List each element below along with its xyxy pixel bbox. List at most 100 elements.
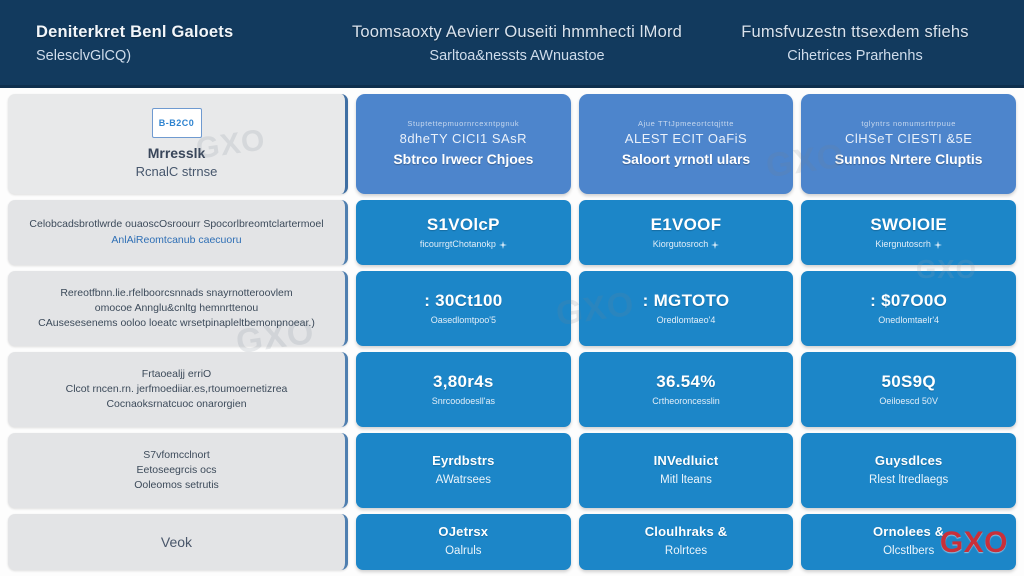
spark-icon — [933, 240, 942, 249]
row-label-line: Cocnaoksrnatcuoc onarorgien — [106, 398, 247, 411]
metric-sublabel: Oalruls — [445, 544, 482, 557]
header-column-0: Deniterkret Benl Galoets SelesclvGlCQ) — [0, 0, 348, 88]
row-label-line: Clcot rncen.rn. jerfmoediiar.es,rtoumoer… — [65, 383, 288, 396]
metric-value: Guysdlces — [874, 452, 943, 468]
metric-value: Ornolees & — [873, 524, 945, 540]
metric-cell-2-0[interactable]: 3,80r4s Snrcoodoesll'as — [356, 352, 571, 428]
metric-sublabel: Kiorgutosroch — [653, 238, 720, 252]
column-header-tiny-2: tglyntrs nomumsrttrpuue — [861, 119, 957, 129]
header-column-1: Toomsaoxty Aevierr Ouseiti hmmhecti lMor… — [348, 0, 686, 88]
table-row: Rereotfbnn.lie.rfelboorcsnnads snayrnott… — [8, 271, 1017, 347]
metric-sub-text: Kiorgutosroch — [652, 238, 709, 249]
row-label-line: Rereotfbnn.lie.rfelboorcsnnads snayrnott… — [60, 286, 293, 299]
metric-value: : $07O0O — [870, 291, 948, 311]
metric-value: INVedluict — [653, 452, 719, 468]
row-label-line: Celobcadsbrotlwrde ouaoscOsroourr Spocor… — [29, 218, 324, 231]
row-label-line: S7vfomcclnort — [143, 448, 210, 461]
column-header-tiny-1: Ajue TTtJpmeeortctqjttte — [638, 119, 734, 129]
metric-cell-0-2[interactable]: SWOlOlE Kiergnutoscrh — [801, 199, 1017, 266]
column-header-tiny-0: Stuptettepmuornrcexntpgnuk — [407, 119, 520, 129]
metric-value: 36.54% — [656, 371, 716, 391]
row-label-line: omocoe Annglu&cnltg hemnrttenou — [94, 302, 259, 315]
row-label-line: Frtaoealjj erriO — [141, 367, 212, 380]
metric-cell-1-0[interactable]: : 30Ct100 Oasedlomtpoo'5 — [356, 271, 571, 347]
metric-sub-text: Kiergnutoscrh — [875, 238, 931, 249]
row-label-line: Eetoseegrcis ocs — [136, 464, 217, 477]
header-subtitle-0: SelesclvGlCQ) — [36, 48, 132, 65]
metric-value: : MGTOTO — [642, 291, 730, 311]
table-row: Celobcadsbrotlwrde ouaoscOsroourr Spocor… — [8, 199, 1017, 266]
header-subtitle-1: Sarltoa&nessts AWnuastoe — [429, 48, 605, 65]
metric-cell-3-0[interactable]: Eyrdbstrs AWatrsees — [356, 433, 571, 509]
header-title-1: Toomsaoxty Aevierr Ouseiti hmmhecti lMor… — [351, 23, 683, 42]
metric-cell-2-1[interactable]: 36.54% Crtheoroncesslin — [578, 352, 794, 428]
row-label-cell-1: Rereotfbnn.lie.rfelboorcsnnads snayrnott… — [8, 271, 348, 347]
metric-sublabel: Onedlomtaelr'4 — [878, 315, 940, 326]
table-row: S7vfomcclnort Eetoseegrcis ocs Ooleomos … — [8, 433, 1017, 509]
header-title-2: Fumsfvuzestn ttsexdem sfiehs — [741, 23, 969, 42]
brand-title: Mrresslk — [147, 144, 206, 161]
metric-value: : 30Ct100 — [424, 291, 503, 311]
metric-sublabel: Kiergnutoscrh — [875, 238, 942, 252]
metric-sublabel: AWatrsees — [435, 473, 492, 486]
metric-value: S1VOlcP — [426, 214, 500, 234]
metric-cell-4-0[interactable]: OJetrsx Oalruls — [356, 514, 571, 570]
metric-cell-3-2[interactable]: Guysdlces Rlest ltredlaegs — [801, 433, 1017, 509]
row-label-cell-2: Frtaoealjj erriO Clcot rncen.rn. jerfmoe… — [8, 352, 348, 428]
column-header-main-0: Sbtrco lrwecr Chjoes — [393, 150, 534, 167]
row-label-line: Veok — [160, 533, 193, 550]
column-header-mid-1: ALEST ECIT OaFiS — [624, 131, 748, 147]
header-band: Deniterkret Benl Galoets SelesclvGlCQ) T… — [0, 0, 1024, 88]
metric-value: Eyrdbstrs — [432, 452, 495, 468]
column-header-mid-0: 8dheTY CICI1 SAsR — [399, 131, 528, 147]
column-header-main-2: Sunnos Nrtere Cluptis — [834, 150, 983, 167]
metric-cell-4-2[interactable]: Ornolees & Olcstlbers — [801, 514, 1017, 570]
metric-cell-0-1[interactable]: E1VOOF Kiorgutosroch — [578, 199, 794, 266]
metric-cell-4-1[interactable]: Cloulhraks & Rolrtces — [578, 514, 794, 570]
row-label-cell-0: Celobcadsbrotlwrde ouaoscOsroourr Spocor… — [8, 199, 348, 266]
metric-sublabel: Olcstlbers — [883, 544, 935, 557]
column-header-mid-2: ClHSeT CIESTI &5E — [844, 131, 973, 147]
metric-sub-text: ficourrgtChotanokp — [419, 238, 496, 249]
column-header-card-2[interactable]: tglyntrs nomumsrttrpuue ClHSeT CIESTI &5… — [801, 94, 1017, 194]
metric-sublabel: ficourrgtChotanokp — [420, 238, 507, 252]
column-header-main-1: Saloort yrnotl ulars — [621, 150, 751, 167]
metric-sublabel: Snrcoodoesll'as — [431, 396, 495, 407]
column-header-card-0[interactable]: Stuptettepmuornrcexntpgnuk 8dheTY CICI1 … — [356, 94, 571, 194]
spark-icon — [498, 240, 507, 249]
metric-value: Cloulhraks & — [644, 524, 728, 540]
metric-sublabel: Oeiloescd 50V — [879, 396, 938, 407]
grid-header-row: B-B2C0 Mrresslk RcnalC strnse Stuptettep… — [8, 94, 1017, 194]
metric-value: OJetrsx — [438, 524, 489, 540]
metric-sublabel: Rlest ltredlaegs — [869, 473, 949, 486]
row-label-cell-4: Veok — [8, 514, 348, 570]
metric-cell-1-1[interactable]: : MGTOTO Oredlomtaeo'4 — [578, 271, 794, 347]
header-title-0: Deniterkret Benl Galoets — [36, 23, 234, 42]
metric-cell-1-2[interactable]: : $07O0O Onedlomtaelr'4 — [801, 271, 1017, 347]
table-row: Frtaoealjj erriO Clcot rncen.rn. jerfmoe… — [8, 352, 1017, 428]
row-label-cell-3: S7vfomcclnort Eetoseegrcis ocs Ooleomos … — [8, 433, 348, 509]
metric-sublabel: Rolrtces — [664, 544, 708, 557]
metric-value: 50S9Q — [881, 371, 936, 391]
header-column-2: Fumsfvuzestn ttsexdem sfiehs Cihetrices … — [686, 0, 1024, 88]
metric-cell-0-0[interactable]: S1VOlcP ficourrgtChotanokp — [356, 199, 571, 266]
row-label-line: CAusesesenems ooloo loeatc wrsetpinaplel… — [38, 317, 315, 330]
table-row: Veok OJetrsx Oalruls Cloulhraks & Rolrtc… — [8, 514, 1017, 570]
metric-sublabel: Oasedlomtpoo'5 — [430, 315, 496, 326]
metric-value: E1VOOF — [650, 214, 722, 234]
metric-cell-3-1[interactable]: INVedluict Mitl lteans — [578, 433, 794, 509]
metric-sublabel: Oredlomtaeo'4 — [656, 315, 716, 326]
spark-icon — [711, 240, 720, 249]
brand-label-cell: B-B2C0 Mrresslk RcnalC strnse — [8, 94, 348, 194]
comparison-grid: B-B2C0 Mrresslk RcnalC strnse Stuptettep… — [0, 88, 1024, 576]
column-header-card-1[interactable]: Ajue TTtJpmeeortctqjttte ALEST ECIT OaFi… — [578, 94, 794, 194]
brand-logo-text: B-B2C0 — [158, 117, 195, 128]
row-label-line-accent: AnlAiReomtcanub caecuoru — [111, 233, 242, 246]
metric-sublabel: Crtheoroncesslin — [652, 396, 720, 407]
metric-cell-2-2[interactable]: 50S9Q Oeiloescd 50V — [801, 352, 1017, 428]
brand-subtitle: RcnalC strnse — [135, 163, 218, 179]
metric-value: 3,80r4s — [432, 371, 494, 391]
metric-sublabel: Mitl lteans — [660, 473, 712, 486]
metric-value: SWOlOlE — [870, 214, 948, 234]
